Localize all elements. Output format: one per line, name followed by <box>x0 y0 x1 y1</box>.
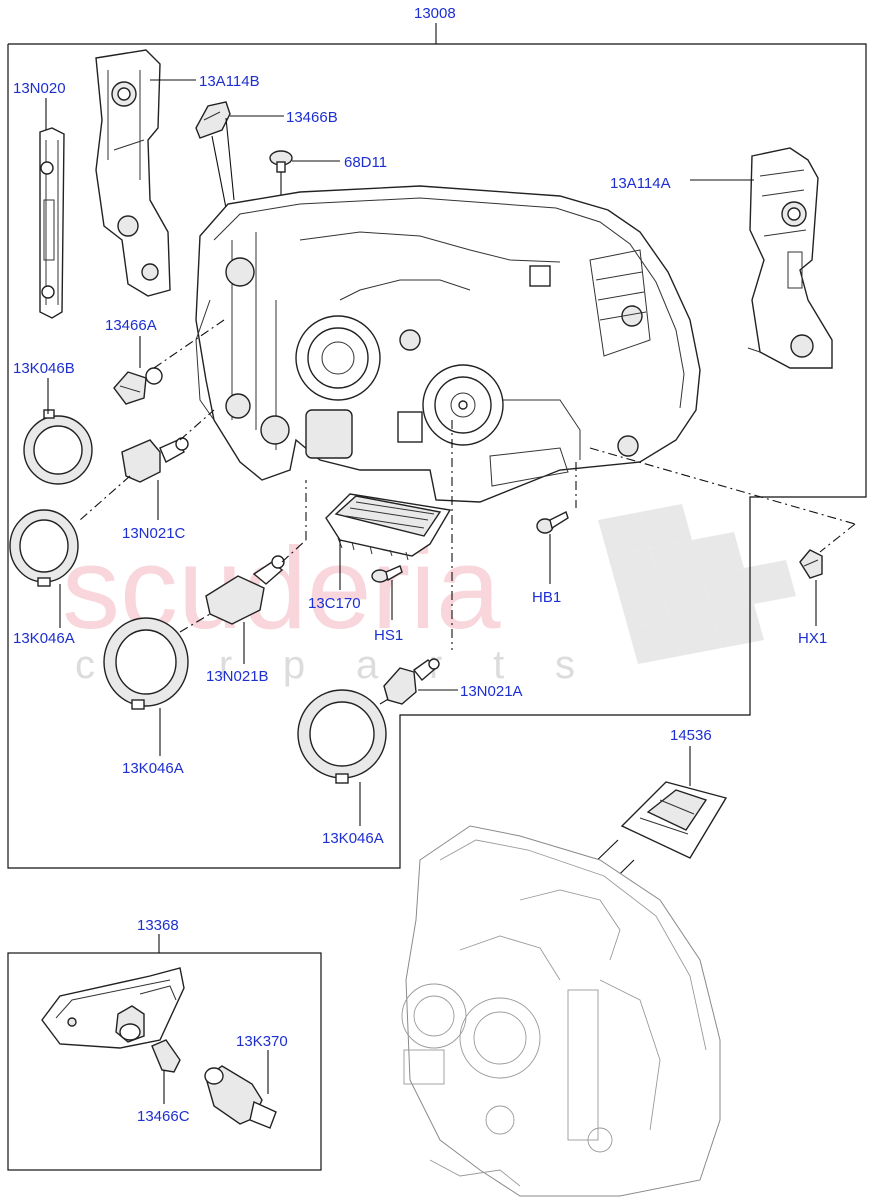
bulb-icon <box>113 367 163 405</box>
reference-headlamp <box>401 825 721 1197</box>
label-14536: 14536 <box>670 727 712 744</box>
bulb-icon <box>151 1039 181 1073</box>
label-14536-group: 14536 <box>495 727 728 987</box>
label-13K046A-2: 13K046A <box>122 760 184 777</box>
label-HX1: HX1 <box>798 630 827 647</box>
bulb-13466A: 13466A <box>105 317 225 405</box>
headlamp-housing <box>195 185 701 503</box>
label-HS1: HS1 <box>374 627 403 644</box>
bulb-icon <box>195 101 231 139</box>
label-13N020: 13N020 <box>13 80 66 97</box>
dust-cap-icon <box>297 689 387 784</box>
dust-cap-icon <box>9 509 79 587</box>
mounting-bracket-icon <box>95 49 171 297</box>
label-13466C: 13466C <box>137 1108 190 1125</box>
clip-icon <box>799 549 823 579</box>
screw-HB1: HB1 <box>532 462 577 606</box>
label-13A114A: 13A114A <box>610 175 671 192</box>
mounting-bracket-icon <box>39 127 65 319</box>
bracket-13A114A: 13A114A <box>610 147 833 369</box>
cap-13K046A-3: 13K046A <box>297 689 391 847</box>
label-13K046A-1: 13K046A <box>13 630 75 647</box>
screw-icon <box>536 511 569 534</box>
label-68D11: 68D11 <box>344 154 387 171</box>
main-assembly-frame: 13008 <box>7 5 867 869</box>
clip-HX1: HX1 <box>589 447 856 647</box>
bulb-13N021A: 13N021A <box>383 420 523 705</box>
label-13K046B: 13K046B <box>13 360 75 377</box>
bulb-icon <box>121 437 189 483</box>
cap-13K046A-2: 13K046A <box>103 613 211 777</box>
mounting-bracket-icon <box>747 147 833 369</box>
dust-cap-icon <box>103 617 189 710</box>
bracket-13N020: 13N020 <box>13 80 66 319</box>
label-13K046A-3: 13K046A <box>322 830 384 847</box>
side-repeater-box: 13368 13466C 13K370 <box>7 917 322 1171</box>
label-13A114B: 13A114B <box>199 73 260 90</box>
label-13N021C: 13N021C <box>122 525 186 542</box>
label-13466A: 13466A <box>105 317 157 334</box>
label-13466B: 13466B <box>286 109 338 126</box>
label-13008: 13008 <box>414 5 456 22</box>
cap-13K046B: 13K046B <box>13 360 93 485</box>
label-HB1: HB1 <box>532 589 561 606</box>
label-13K370: 13K370 <box>236 1033 288 1050</box>
screw-HS1: HS1 <box>371 565 403 644</box>
headlamp-assembly-icon <box>195 185 701 503</box>
bulb-icon <box>205 555 285 625</box>
screw-icon <box>371 565 403 583</box>
dust-cap-icon <box>269 150 293 173</box>
label-13N021A: 13N021A <box>460 683 523 700</box>
bulb-icon <box>383 658 440 705</box>
label-13N021B: 13N021B <box>206 668 269 685</box>
cap-13K046A-1: 13K046A <box>9 509 79 647</box>
hid-ballast-module-icon <box>325 493 452 561</box>
headlamp-assembly-icon <box>401 825 721 1197</box>
bulb-socket-icon <box>204 1065 277 1129</box>
label-13368: 13368 <box>137 917 179 934</box>
label-13C170: 13C170 <box>308 595 361 612</box>
checker-flag-icon <box>598 504 796 664</box>
bulb-13466B: 13466B <box>195 101 338 209</box>
dust-cap-icon <box>23 409 93 485</box>
ballast-13C170: 13C170 <box>308 493 452 612</box>
plug-68D11: 68D11 <box>269 150 387 215</box>
side-marker-lamp-icon <box>41 967 185 1049</box>
bracket-13A114B: 13A114B <box>95 49 260 297</box>
warning-label-icon <box>620 781 728 859</box>
bulb-13N021C: 13N021C <box>79 409 215 542</box>
bulb-13N021B: 13N021B <box>205 480 307 685</box>
